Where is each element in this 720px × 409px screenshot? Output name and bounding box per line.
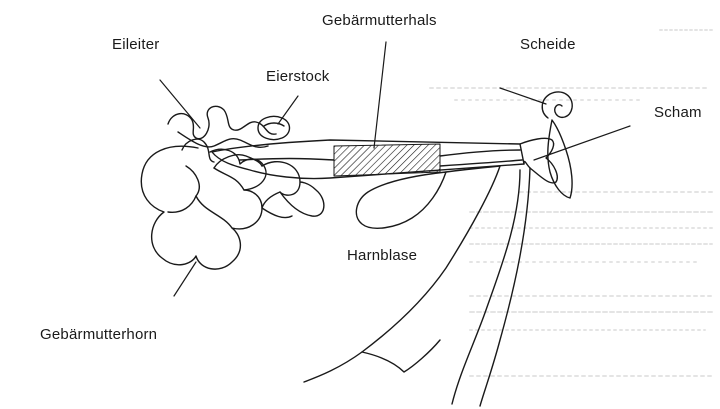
scan-noise [430, 30, 712, 376]
label-vagina: Scheide [520, 36, 576, 53]
label-vulva: Scham [654, 104, 702, 121]
leader-line-cervix [374, 42, 386, 148]
ligament-line [362, 340, 440, 372]
uterine-horn-fold [168, 196, 232, 228]
leader-line-horn [174, 262, 196, 296]
label-ovary: Eierstock [266, 68, 330, 85]
ovary-shape [258, 116, 290, 139]
uterine-horn-coil [262, 162, 324, 217]
cervix-hatched-region [334, 144, 440, 176]
uterine-horn-fold [186, 166, 244, 196]
oviduct-shape [182, 139, 214, 162]
ovary-detail [264, 123, 284, 126]
bladder-shape [356, 172, 446, 228]
vagina-flap-tail [548, 120, 572, 198]
leader-line-oviduct [160, 80, 200, 128]
label-cervix: Gebärmutterhals [322, 12, 437, 29]
label-oviduct: Eileiter [112, 36, 159, 53]
label-uterine-horn: Gebärmutterhorn [40, 326, 157, 343]
leader-line-vagina [500, 88, 546, 104]
label-bladder: Harnblase [347, 247, 417, 264]
uterine-horn-shape [141, 146, 266, 269]
ligament-line [452, 170, 520, 404]
ligament-line [480, 168, 530, 406]
leader-line-ovary [278, 96, 298, 124]
vagina-flap [542, 92, 572, 118]
